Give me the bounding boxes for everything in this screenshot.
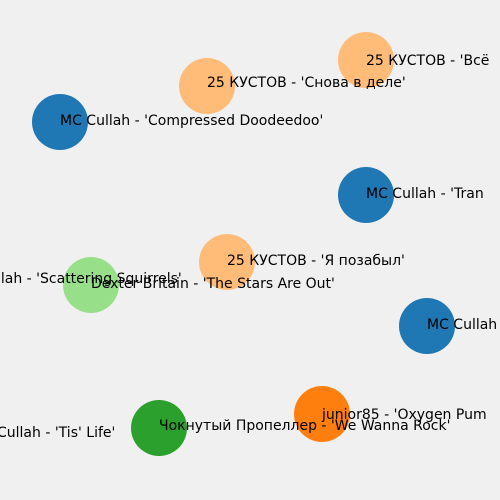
node-circle-n5[interactable] bbox=[199, 234, 255, 290]
node-circle-n1[interactable] bbox=[338, 32, 394, 88]
node-label-n3: MC Cullah - 'Compressed Doodeedoo' bbox=[60, 113, 323, 129]
node-labels: 25 КУСТОВ - 'Всё 25 КУСТОВ - 'Снова в дел… bbox=[0, 53, 497, 441]
node-label-n7: Dexter Britain - 'The Stars Are Out' bbox=[91, 276, 335, 292]
node-label-n6: llah - 'Scattering Squirrels' bbox=[0, 271, 182, 287]
node-circle-n6[interactable] bbox=[63, 257, 119, 313]
node-circle-n9[interactable] bbox=[131, 400, 187, 456]
node-circle-n10[interactable] bbox=[294, 386, 350, 442]
node-circle-n3[interactable] bbox=[32, 94, 88, 150]
node-circles bbox=[32, 32, 455, 456]
node-label-n11: junior85 - 'Oxygen Pum bbox=[321, 407, 487, 423]
node-circle-n4[interactable] bbox=[338, 167, 394, 223]
node-circle-n2[interactable] bbox=[179, 58, 235, 114]
node-label-n4: MC Cullah - 'Tran bbox=[366, 186, 484, 202]
node-label-n5: 25 КУСТОВ - 'Я позабыл' bbox=[227, 253, 405, 269]
node-label-n9: Cullah - 'Tis' Life' bbox=[0, 425, 115, 441]
node-label-n8: MC Cullah bbox=[427, 317, 497, 333]
node-label-n1: 25 КУСТОВ - 'Всё bbox=[366, 53, 489, 69]
node-label-n10: Чокнутый Пропеллер - 'We Wanna Rock' bbox=[159, 418, 450, 434]
node-label-n2: 25 КУСТОВ - 'Снова в деле' bbox=[207, 75, 406, 91]
node-circle-n8[interactable] bbox=[399, 298, 455, 354]
